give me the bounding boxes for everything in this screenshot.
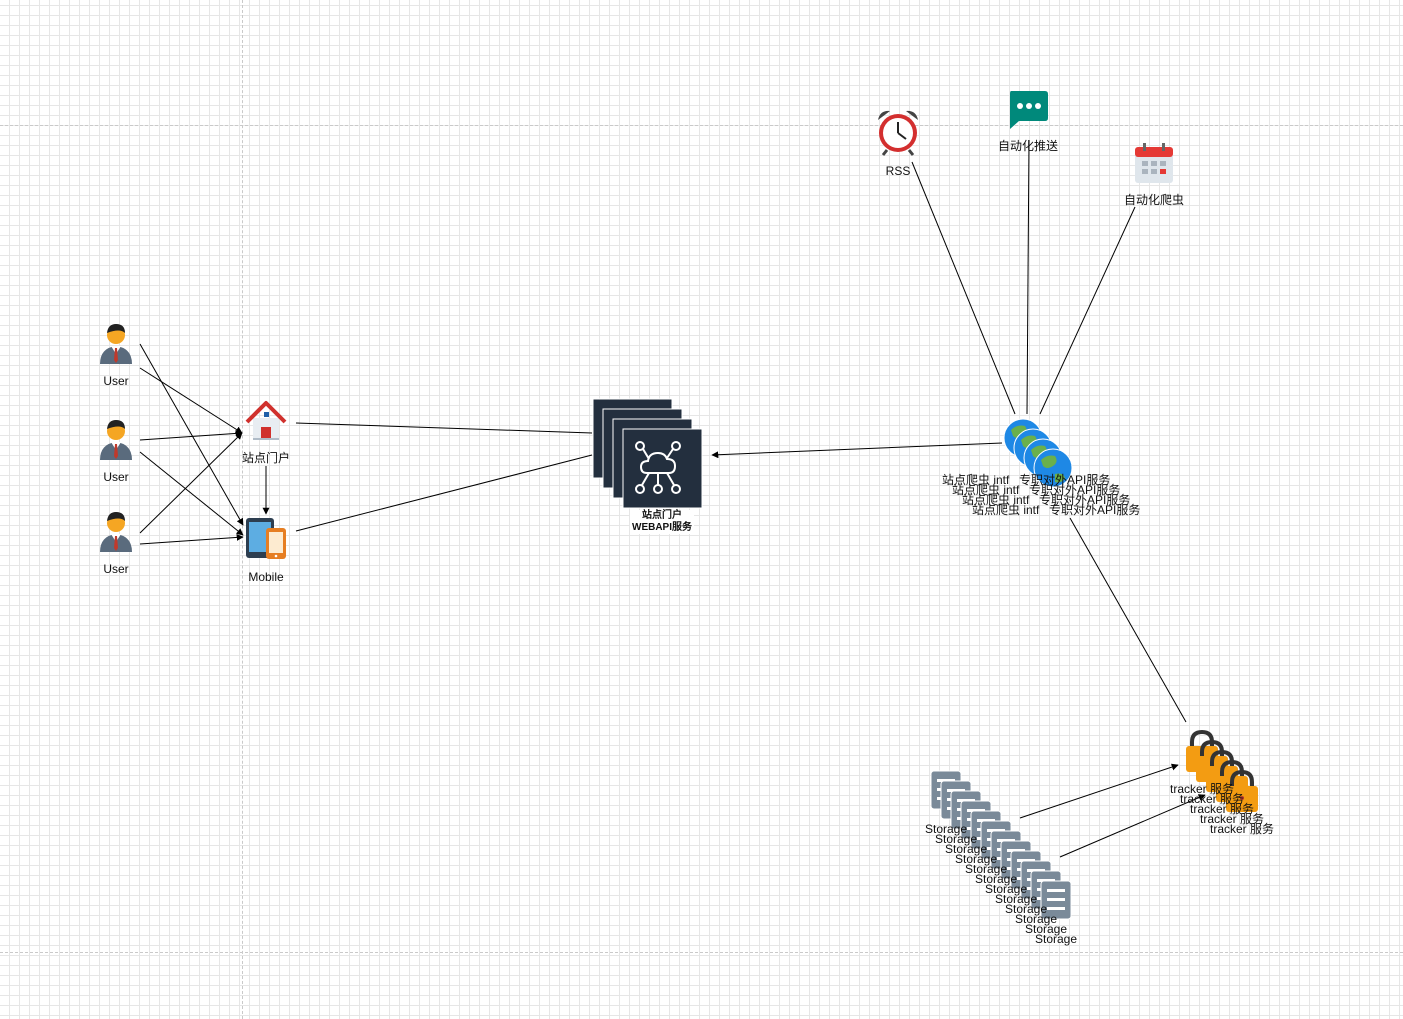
user-icon xyxy=(100,420,132,460)
tracker-label: tracker 服务 xyxy=(1210,822,1275,836)
edge-push-api xyxy=(1026,139,1030,415)
webapi-label: 站点门户 WEBAPI服务 xyxy=(630,510,694,534)
crawler-node[interactable] xyxy=(1134,142,1174,184)
webapi-node[interactable] xyxy=(592,398,704,510)
storage-label: Storage xyxy=(975,872,1018,886)
edge-api-tracker xyxy=(1069,517,1187,723)
storage-icon xyxy=(1040,880,1072,920)
tracker-label: tracker 服务 xyxy=(1180,792,1245,806)
storage-label: Storage xyxy=(1035,932,1078,946)
push-label: 自动化推送 xyxy=(997,139,1059,153)
rss-label: RSS xyxy=(885,164,911,178)
user-node-2[interactable] xyxy=(98,416,134,460)
storage-label: Storage xyxy=(1025,922,1068,936)
storage-label: Storage xyxy=(995,892,1038,906)
storage-label: Storage xyxy=(985,882,1028,896)
globe-icon-stack xyxy=(1003,418,1073,488)
tracker-label: tracker 服务 xyxy=(1190,802,1255,816)
edge-api-webapi xyxy=(711,442,1003,459)
tablet-phone-icon xyxy=(246,518,286,559)
storage-label: Storage xyxy=(955,852,998,866)
storage-label: Storage xyxy=(945,842,988,856)
edge-portal-webapi xyxy=(295,422,593,434)
portal-label: 站点门户 xyxy=(241,451,291,465)
api-label-right: 专职对外API服务 xyxy=(1029,483,1121,497)
edge-mobile-webapi xyxy=(295,454,593,532)
storage-label: Storage xyxy=(1005,902,1048,916)
crawler-label: 自动化爬虫 xyxy=(1123,193,1185,207)
portal-node[interactable] xyxy=(245,400,287,442)
storage-icon-stack xyxy=(930,770,1072,920)
edge-storage-tracker-2 xyxy=(1059,794,1206,858)
guide-line-bottom xyxy=(0,952,1403,953)
tracker-label: tracker 服务 xyxy=(1170,782,1235,796)
edge-rss-api xyxy=(911,161,1016,415)
guide-line-top xyxy=(0,125,1403,126)
edge-user3-portal xyxy=(139,432,243,534)
user-label-2: User xyxy=(103,470,129,484)
mobile-label: Mobile xyxy=(248,570,284,584)
api-label-left: 站点爬虫 intf xyxy=(952,483,1020,497)
storage-stack[interactable] xyxy=(930,770,1086,938)
mobile-node[interactable] xyxy=(244,517,288,561)
api-label-left: 站点爬虫 intf xyxy=(962,493,1030,507)
house-icon xyxy=(245,401,287,440)
push-node[interactable] xyxy=(1007,89,1049,131)
api-label-right: 专职对外API服务 xyxy=(1039,493,1131,507)
padlock-icon-stack xyxy=(1186,730,1258,812)
calendar-icon xyxy=(1135,143,1173,183)
api-service-stack[interactable] xyxy=(1003,418,1083,498)
storage-label: Storage xyxy=(935,832,978,846)
edge-user1-portal xyxy=(139,367,243,434)
edge-crawler-api xyxy=(1039,206,1136,415)
alarm-clock-icon xyxy=(878,110,918,156)
tracker-label: tracker 服务 xyxy=(1200,812,1265,826)
api-label-left: 站点爬虫 intf xyxy=(942,473,1010,487)
edge-user2-mobile xyxy=(139,451,244,536)
cloud-network-icon xyxy=(592,398,703,509)
user-label-3: User xyxy=(103,562,129,576)
api-label-left: 站点爬虫 intf xyxy=(972,503,1040,517)
edge-storage-tracker-1 xyxy=(1019,763,1179,819)
tracker-stack[interactable] xyxy=(1184,730,1264,814)
user-node-3[interactable] xyxy=(98,508,134,552)
storage-label: Storage xyxy=(925,822,968,836)
api-label-right: 专职对外API服务 xyxy=(1049,503,1141,517)
user-label-1: User xyxy=(103,374,129,388)
edge-user2-portal xyxy=(139,429,243,441)
rss-node[interactable] xyxy=(875,108,921,156)
guide-line-left xyxy=(242,0,243,1019)
storage-label: Storage xyxy=(965,862,1008,876)
chat-bubble-icon xyxy=(1010,91,1048,129)
user-node-1[interactable] xyxy=(98,320,134,364)
storage-label: Storage xyxy=(1015,912,1058,926)
api-label-right: 专职对外API服务 xyxy=(1019,473,1111,487)
edge-user1-mobile xyxy=(139,343,244,526)
edge-user3-mobile xyxy=(139,533,244,545)
user-icon xyxy=(100,324,132,364)
user-icon xyxy=(100,512,132,552)
